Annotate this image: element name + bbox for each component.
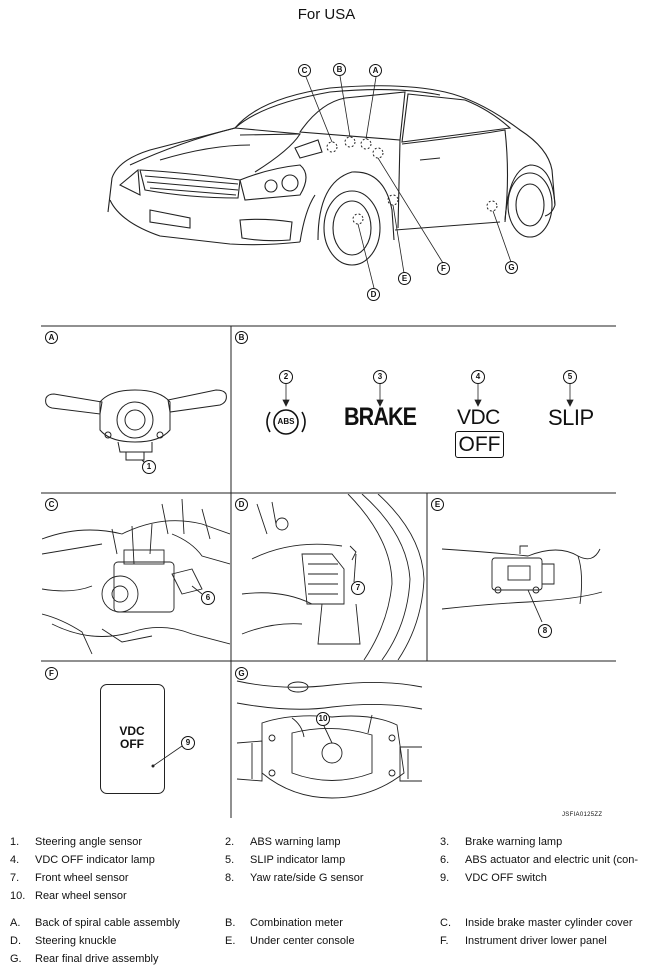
legend-item: 3. Brake warning lamp bbox=[440, 836, 640, 852]
legend-key: 4. bbox=[10, 854, 20, 866]
legend-text: Combination meter bbox=[250, 917, 343, 929]
vdc-lamp-text: VDC bbox=[457, 406, 500, 429]
legend-key: 5. bbox=[225, 854, 235, 866]
legend-text: Steering knuckle bbox=[35, 935, 117, 947]
panel-f-label: F bbox=[45, 667, 58, 680]
legend-key: E. bbox=[225, 935, 236, 947]
switch-label-line1: VDC bbox=[119, 724, 145, 738]
callout-6: 6 bbox=[201, 591, 215, 605]
panel-e-label: E bbox=[431, 498, 444, 511]
legend-item: C. Inside brake master cylinder cover bbox=[440, 917, 640, 933]
page-title: For USA bbox=[297, 6, 356, 23]
abs-actuator-illustration bbox=[42, 498, 230, 655]
panel-c-label: C bbox=[45, 498, 58, 511]
legend-text: Back of spiral cable assembly bbox=[35, 917, 180, 929]
legend-text: Under center console bbox=[250, 935, 355, 947]
legend-text: Rear wheel sensor bbox=[35, 890, 127, 902]
callout-5: 5 bbox=[563, 370, 577, 384]
callout-G: G bbox=[505, 261, 518, 274]
legend-text: SLIP indicator lamp bbox=[250, 854, 346, 866]
callout-A: A bbox=[369, 64, 382, 77]
car-illustration bbox=[107, 75, 556, 289]
legend-item: E. Under center console bbox=[225, 935, 425, 951]
callout-F: F bbox=[437, 262, 450, 275]
legend-key: F. bbox=[440, 935, 449, 947]
spiral-cable-illustration bbox=[45, 389, 227, 467]
brake-lamp: BRAKE bbox=[344, 403, 417, 431]
figure-code: JSFIA0125ZZ bbox=[562, 812, 603, 818]
legend-item: 10. Rear wheel sensor bbox=[10, 890, 210, 906]
vdc-off-switch bbox=[100, 684, 165, 794]
legend-key: 10. bbox=[10, 890, 26, 902]
legend-text: Yaw rate/side G sensor bbox=[250, 872, 364, 884]
legend-text: ABS warning lamp bbox=[250, 836, 341, 848]
callout-B: B bbox=[333, 63, 346, 76]
legend-item: 8. Yaw rate/side G sensor bbox=[225, 872, 425, 888]
legend-key: C. bbox=[440, 917, 451, 929]
callout-10: 10 bbox=[316, 712, 330, 726]
callout-C: C bbox=[298, 64, 311, 77]
callout-9: 9 bbox=[181, 736, 195, 750]
legend-text: VDC OFF indicator lamp bbox=[35, 854, 155, 866]
panel-b-label: B bbox=[235, 331, 248, 344]
legend-key: 7. bbox=[10, 872, 20, 884]
legend-item: D. Steering knuckle bbox=[10, 935, 210, 951]
legend-item: G. Rear final drive assembly bbox=[10, 953, 210, 969]
legend-key: A. bbox=[10, 917, 21, 929]
switch-label: VDC OFF bbox=[110, 725, 154, 751]
switch-label-line2: OFF bbox=[120, 737, 144, 751]
front-wheel-sensor-illustration bbox=[241, 494, 425, 660]
legend-key: 1. bbox=[10, 836, 20, 848]
slip-lamp: SLIP bbox=[548, 405, 594, 430]
legend-item: 6. ABS actuator and electric unit (con- bbox=[440, 854, 640, 870]
callout-3: 3 bbox=[373, 370, 387, 384]
legend-text: Steering angle sensor bbox=[35, 836, 143, 848]
callout-7: 7 bbox=[351, 581, 365, 595]
legend-key: D. bbox=[10, 935, 21, 947]
legend-text: Rear final drive assembly bbox=[35, 953, 159, 965]
legend-item: F. Instrument driver lower panel bbox=[440, 935, 640, 951]
legend-key: G. bbox=[10, 953, 22, 965]
panel-d-label: D bbox=[235, 498, 248, 511]
legend-key: 6. bbox=[440, 854, 450, 866]
legend-key: 2. bbox=[225, 836, 235, 848]
panel-g-label: G bbox=[235, 667, 248, 680]
yaw-rate-sensor-illustration bbox=[441, 545, 603, 623]
legend-text: Inside brake master cylinder cover bbox=[465, 917, 633, 929]
legend-key: 9. bbox=[440, 872, 450, 884]
callout-D: D bbox=[367, 288, 380, 301]
callout-2: 2 bbox=[279, 370, 293, 384]
legend-item: 4. VDC OFF indicator lamp bbox=[10, 854, 210, 870]
legend-key: B. bbox=[225, 917, 236, 929]
legend-text: VDC OFF switch bbox=[465, 872, 547, 884]
off-lamp-text: OFF bbox=[455, 431, 504, 458]
callout-4: 4 bbox=[471, 370, 485, 384]
legend-text: ABS actuator and electric unit (con- bbox=[465, 854, 639, 866]
callout-1: 1 bbox=[142, 460, 156, 474]
legend-item: 9. VDC OFF switch bbox=[440, 872, 640, 888]
legend-item: 5. SLIP indicator lamp bbox=[225, 854, 425, 870]
legend-key: 3. bbox=[440, 836, 450, 848]
legend-text: Brake warning lamp bbox=[465, 836, 563, 848]
callout-8: 8 bbox=[538, 624, 552, 638]
legend-text: Front wheel sensor bbox=[35, 872, 129, 884]
legend-item: B. Combination meter bbox=[225, 917, 425, 933]
legend-key: 8. bbox=[225, 872, 235, 884]
abs-lamp: ABS bbox=[277, 417, 295, 426]
legend-item: 1. Steering angle sensor bbox=[10, 836, 210, 852]
legend-item: 7. Front wheel sensor bbox=[10, 872, 210, 888]
legend-item: A. Back of spiral cable assembly bbox=[10, 917, 210, 933]
legend-item: 2. ABS warning lamp bbox=[225, 836, 425, 852]
callout-E: E bbox=[398, 272, 411, 285]
legend-text: Instrument driver lower panel bbox=[465, 935, 607, 947]
panel-a-label: A bbox=[45, 331, 58, 344]
rear-final-drive-illustration bbox=[236, 680, 423, 799]
